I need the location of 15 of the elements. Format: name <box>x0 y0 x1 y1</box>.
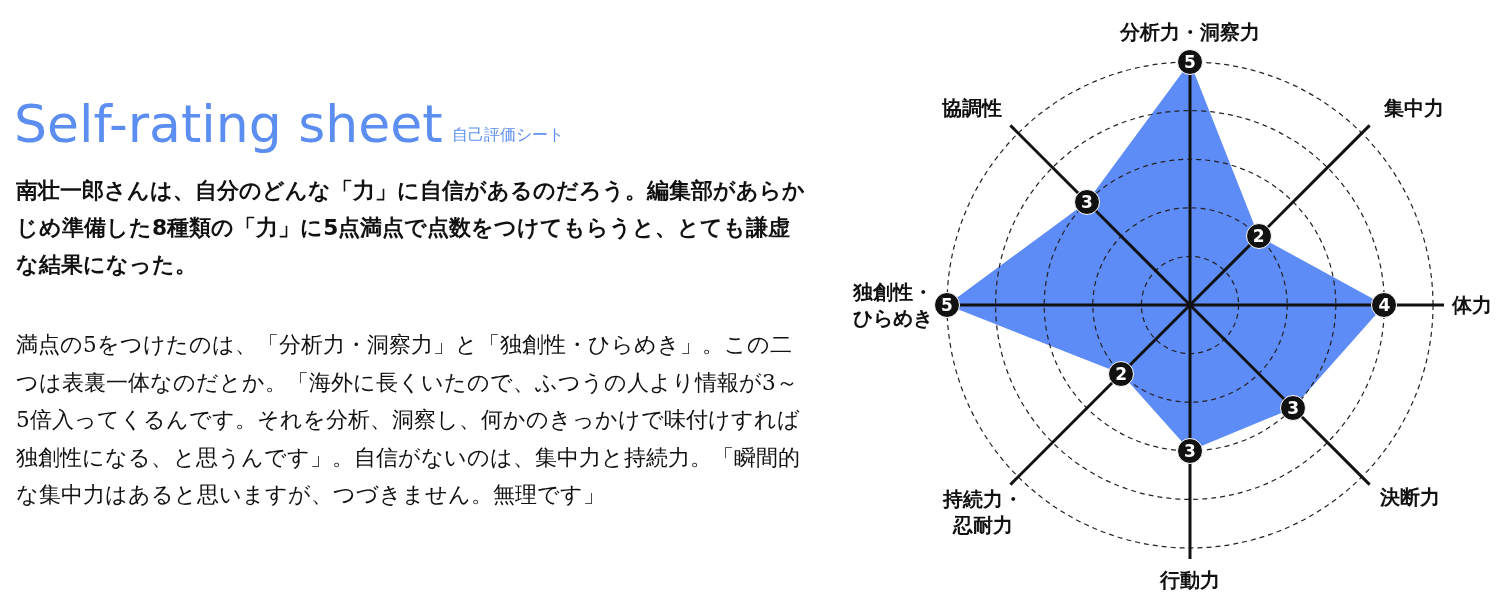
subtitle: 自己評価シート <box>452 124 564 146</box>
axis-label: 持続力・忍耐力 <box>941 486 1024 538</box>
lead-paragraph: 南壮一郎さんは、自分のどんな「力」に自信があるのだろう。編集部があらかじめ準備した8種類の「力」に5点満点で点数をつけてもらうと、とても謙虚な結果になった。 <box>16 177 806 279</box>
score-badge: 5 <box>1177 49 1203 75</box>
body-paragraph: 満点の5をつけたのは、「分析力・洞察力」と「独創性・ひらめき」。この二つは表裏一体なのだとか。「海外に長くいたので、ふつうの人より情報が3～5倍入ってくるんです。それを分析、洞察し、何かのきっかけで味付けすれば独創性になる、と思うんです」。自信がないのは、集中力と持続力。「瞬間的な集中力はあると思いますが、つづきません。無理です」 <box>16 331 801 509</box>
score-badge: 5 <box>934 292 960 318</box>
axis-label: 体力 <box>1452 292 1492 318</box>
axis-label: 決断力 <box>1380 484 1440 510</box>
axis-label: 行動力 <box>1160 567 1220 593</box>
axis-label: 分析力・洞察力 <box>1120 19 1260 45</box>
axis-label: 集中力 <box>1384 95 1444 121</box>
axis-label: 独創性・ひらめき <box>851 279 934 331</box>
title: Self-rating sheet <box>14 93 443 156</box>
score-badge: 4 <box>1371 292 1398 318</box>
axis-label: 協調性 <box>942 95 1002 121</box>
